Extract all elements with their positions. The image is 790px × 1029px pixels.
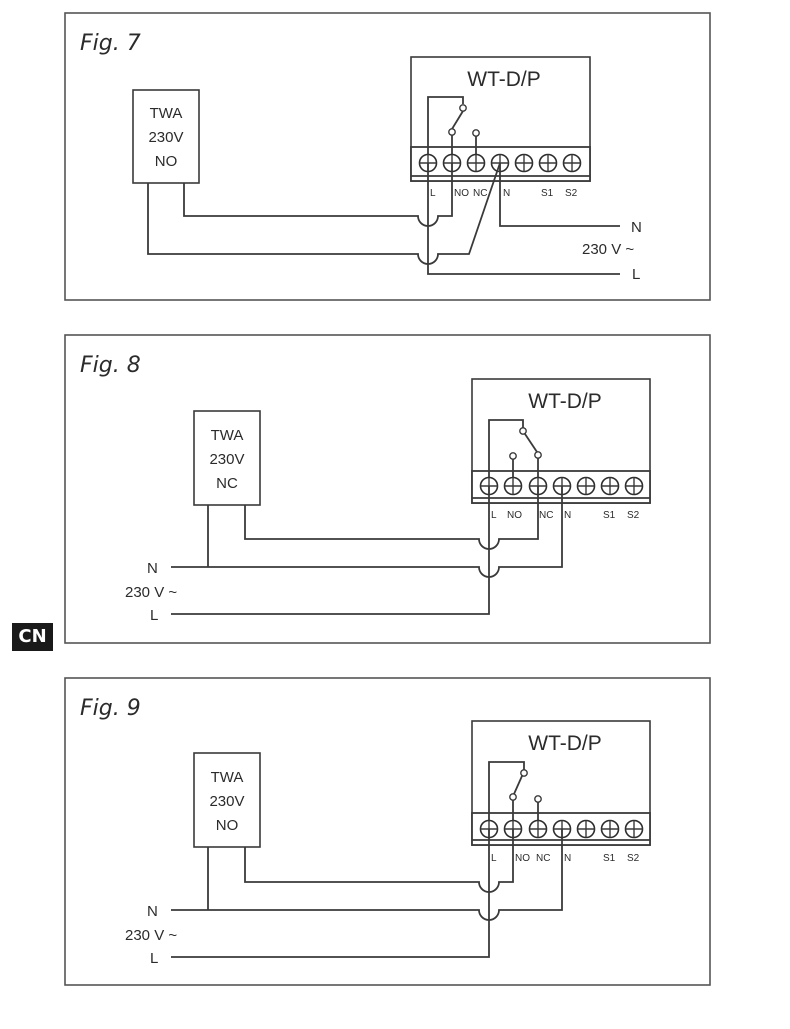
terminal-label-l: L <box>491 510 497 521</box>
actuator-outline <box>193 752 261 848</box>
wire-n <box>171 486 563 578</box>
supply-label-n: N <box>631 219 642 236</box>
relay-common-wire <box>427 96 464 163</box>
terminal-label-l: L <box>491 853 497 864</box>
relay-pivot <box>459 104 467 112</box>
figure-8: Fig. 8 TWA 230V NC WT-D/P L NO NC N S1 <box>64 334 711 644</box>
wire-actuator-to-n <box>147 162 501 265</box>
supply-label-n: N <box>147 560 158 577</box>
actuator-label-line2: 230V <box>209 793 244 810</box>
terminal-label-s1: S1 <box>541 188 554 199</box>
thermostat-device: WT-D/P L NO NC N S1 S2 <box>471 720 651 864</box>
screw-terminal-icon <box>503 476 523 496</box>
terminal-label-s1: S1 <box>603 510 616 521</box>
device-title: WT-D/P <box>467 68 541 91</box>
actuator-label-line1: TWA <box>211 769 244 786</box>
figure-7: Fig. 7 TWA 230V NO WT-D/P L NO <box>64 12 711 301</box>
supply-label-voltage: 230 V ~ <box>582 241 634 258</box>
screw-terminal-icon <box>600 819 620 839</box>
relay-contact-no <box>509 452 517 460</box>
actuator-label-line2: 230V <box>148 129 183 146</box>
screw-terminal-icon <box>624 819 644 839</box>
relay-switch-arm <box>524 433 538 453</box>
terminal-label-nc: NC <box>536 853 550 864</box>
terminal-label-no: NO <box>454 188 469 199</box>
wire-l <box>427 163 620 275</box>
relay-pivot <box>520 769 528 777</box>
screw-terminal-icon <box>514 153 534 173</box>
terminal-label-nc: NC <box>473 188 487 199</box>
terminal-label-s2: S2 <box>627 853 640 864</box>
terminal-label-l: L <box>430 188 436 199</box>
terminal-label-no: NO <box>515 853 530 864</box>
device-title: WT-D/P <box>528 732 602 755</box>
figure-title: Fig. 8 <box>80 353 141 378</box>
relay-common-wire <box>488 761 525 829</box>
terminal-label-n: N <box>564 853 571 864</box>
terminal-label-s1: S1 <box>603 853 616 864</box>
figure-title: Fig. 9 <box>80 696 141 721</box>
thermostat-device: WT-D/P L NO NC N S1 S2 <box>471 378 651 521</box>
relay-switch-arm <box>513 775 523 795</box>
actuator-label-line1: TWA <box>150 105 183 122</box>
actuator-box: TWA 230V NC <box>193 410 261 506</box>
figure-title: Fig. 7 <box>80 31 141 56</box>
relay-contact-nc <box>534 795 542 803</box>
supply-label-l: L <box>150 607 158 624</box>
language-badge: CN <box>12 623 53 651</box>
wire-l <box>171 486 490 615</box>
screw-terminal-icon <box>538 153 558 173</box>
supply-label-l: L <box>150 950 158 967</box>
actuator-label-line3: NO <box>155 153 178 170</box>
actuator-label-line2: 230V <box>209 451 244 468</box>
relay-common-wire <box>488 419 524 486</box>
actuator-label-line3: NO <box>216 817 239 834</box>
actuator-label-line1: TWA <box>211 427 244 444</box>
actuator-label-line3: NC <box>216 475 238 492</box>
screw-terminal-icon <box>576 819 596 839</box>
supply-label-voltage: 230 V ~ <box>125 927 177 944</box>
device-title: WT-D/P <box>528 390 602 413</box>
relay-contact-nc <box>472 129 480 137</box>
terminal-label-n: N <box>503 188 510 199</box>
relay-pivot <box>519 427 527 435</box>
relay-contact-no <box>448 128 456 136</box>
wire-actuator-to-no <box>183 163 453 227</box>
screw-terminal-icon <box>562 153 582 173</box>
supply-label-n: N <box>147 903 158 920</box>
figure-9: Fig. 9 TWA 230V NO WT-D/P L NO NC N S1 <box>64 677 711 986</box>
actuator-box: TWA 230V NO <box>132 89 200 184</box>
wire-l <box>171 829 490 958</box>
relay-contact-nc <box>534 451 542 459</box>
relay-contact-no <box>509 793 517 801</box>
screw-terminal-icon <box>624 476 644 496</box>
actuator-outline <box>193 410 261 506</box>
screw-terminal-icon <box>600 476 620 496</box>
actuator-box: TWA 230V NO <box>193 752 261 848</box>
actuator-outline <box>132 89 200 184</box>
screw-terminal-icon <box>466 153 486 173</box>
terminal-label-n: N <box>564 510 571 521</box>
screw-terminal-icon <box>528 819 548 839</box>
terminal-label-no: NO <box>507 510 522 521</box>
wire-n <box>171 829 563 921</box>
terminal-label-nc: NC <box>539 510 553 521</box>
relay-switch-arm <box>451 110 464 130</box>
screw-terminal-icon <box>576 476 596 496</box>
wire-n <box>499 163 620 227</box>
terminal-label-s2: S2 <box>565 188 578 199</box>
supply-label-voltage: 230 V ~ <box>125 584 177 601</box>
terminal-label-s2: S2 <box>627 510 640 521</box>
supply-label-l: L <box>632 266 640 283</box>
thermostat-device: WT-D/P L NO NC N S1 S2 <box>410 56 591 199</box>
